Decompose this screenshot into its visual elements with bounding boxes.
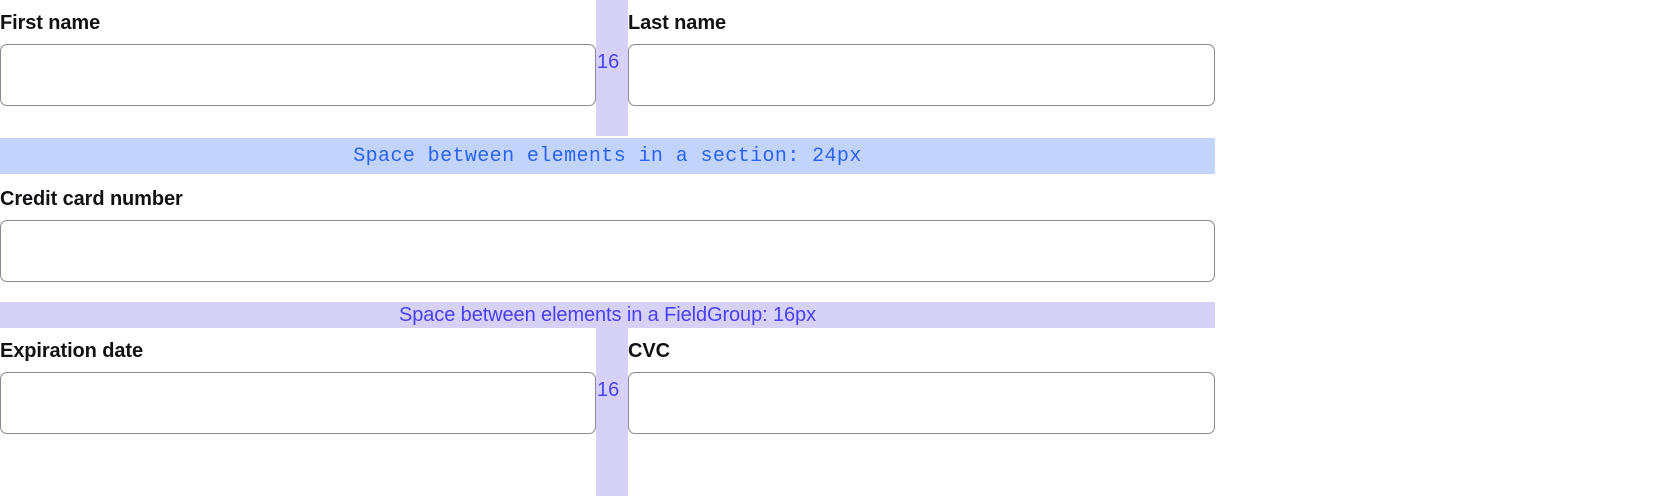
field-cvc: CVC	[628, 328, 1215, 496]
input-credit-card-number[interactable]	[0, 220, 1215, 282]
gap-marker-expiry-row: 16	[596, 328, 628, 496]
annotation-fieldgroup-spacing-text: Space between elements in a FieldGroup: …	[399, 303, 816, 326]
label-cvc: CVC	[628, 340, 670, 362]
annotation-section-spacing-text: Space between elements in a section: 24p…	[353, 144, 862, 168]
form-row-expiry-cvc: Expiration date 16 CVC	[0, 328, 1215, 496]
field-expiration-date: Expiration date	[0, 328, 596, 496]
input-cvc[interactable]	[628, 372, 1215, 434]
gap-value-expiry-row: 16	[597, 379, 620, 401]
input-first-name[interactable]	[0, 44, 596, 106]
label-credit-card-number: Credit card number	[0, 188, 183, 210]
label-last-name: Last name	[628, 12, 727, 34]
annotation-section-spacing: Space between elements in a section: 24p…	[0, 138, 1215, 174]
input-last-name[interactable]	[628, 44, 1215, 106]
gap-marker-name-row: 16	[596, 0, 628, 136]
gap-value-name-row: 16	[597, 51, 620, 73]
label-first-name: First name	[0, 12, 101, 34]
field-last-name: Last name	[628, 0, 1215, 136]
field-credit-card-number: Credit card number	[0, 176, 1215, 282]
field-first-name: First name	[0, 0, 596, 136]
annotation-fieldgroup-spacing: Space between elements in a FieldGroup: …	[0, 302, 1215, 328]
form-row-name: First name 16 Last name	[0, 0, 1215, 136]
credit-card-form: First name 16 Last name Space between el…	[0, 0, 1215, 496]
input-expiration-date[interactable]	[0, 372, 596, 434]
label-expiration-date: Expiration date	[0, 340, 143, 362]
